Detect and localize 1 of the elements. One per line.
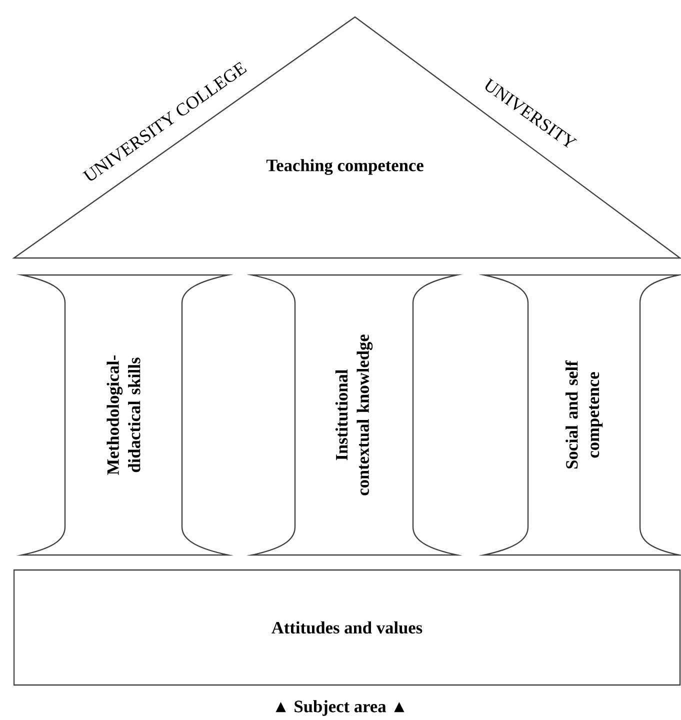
base-box: Attitudes and values [13,569,681,686]
